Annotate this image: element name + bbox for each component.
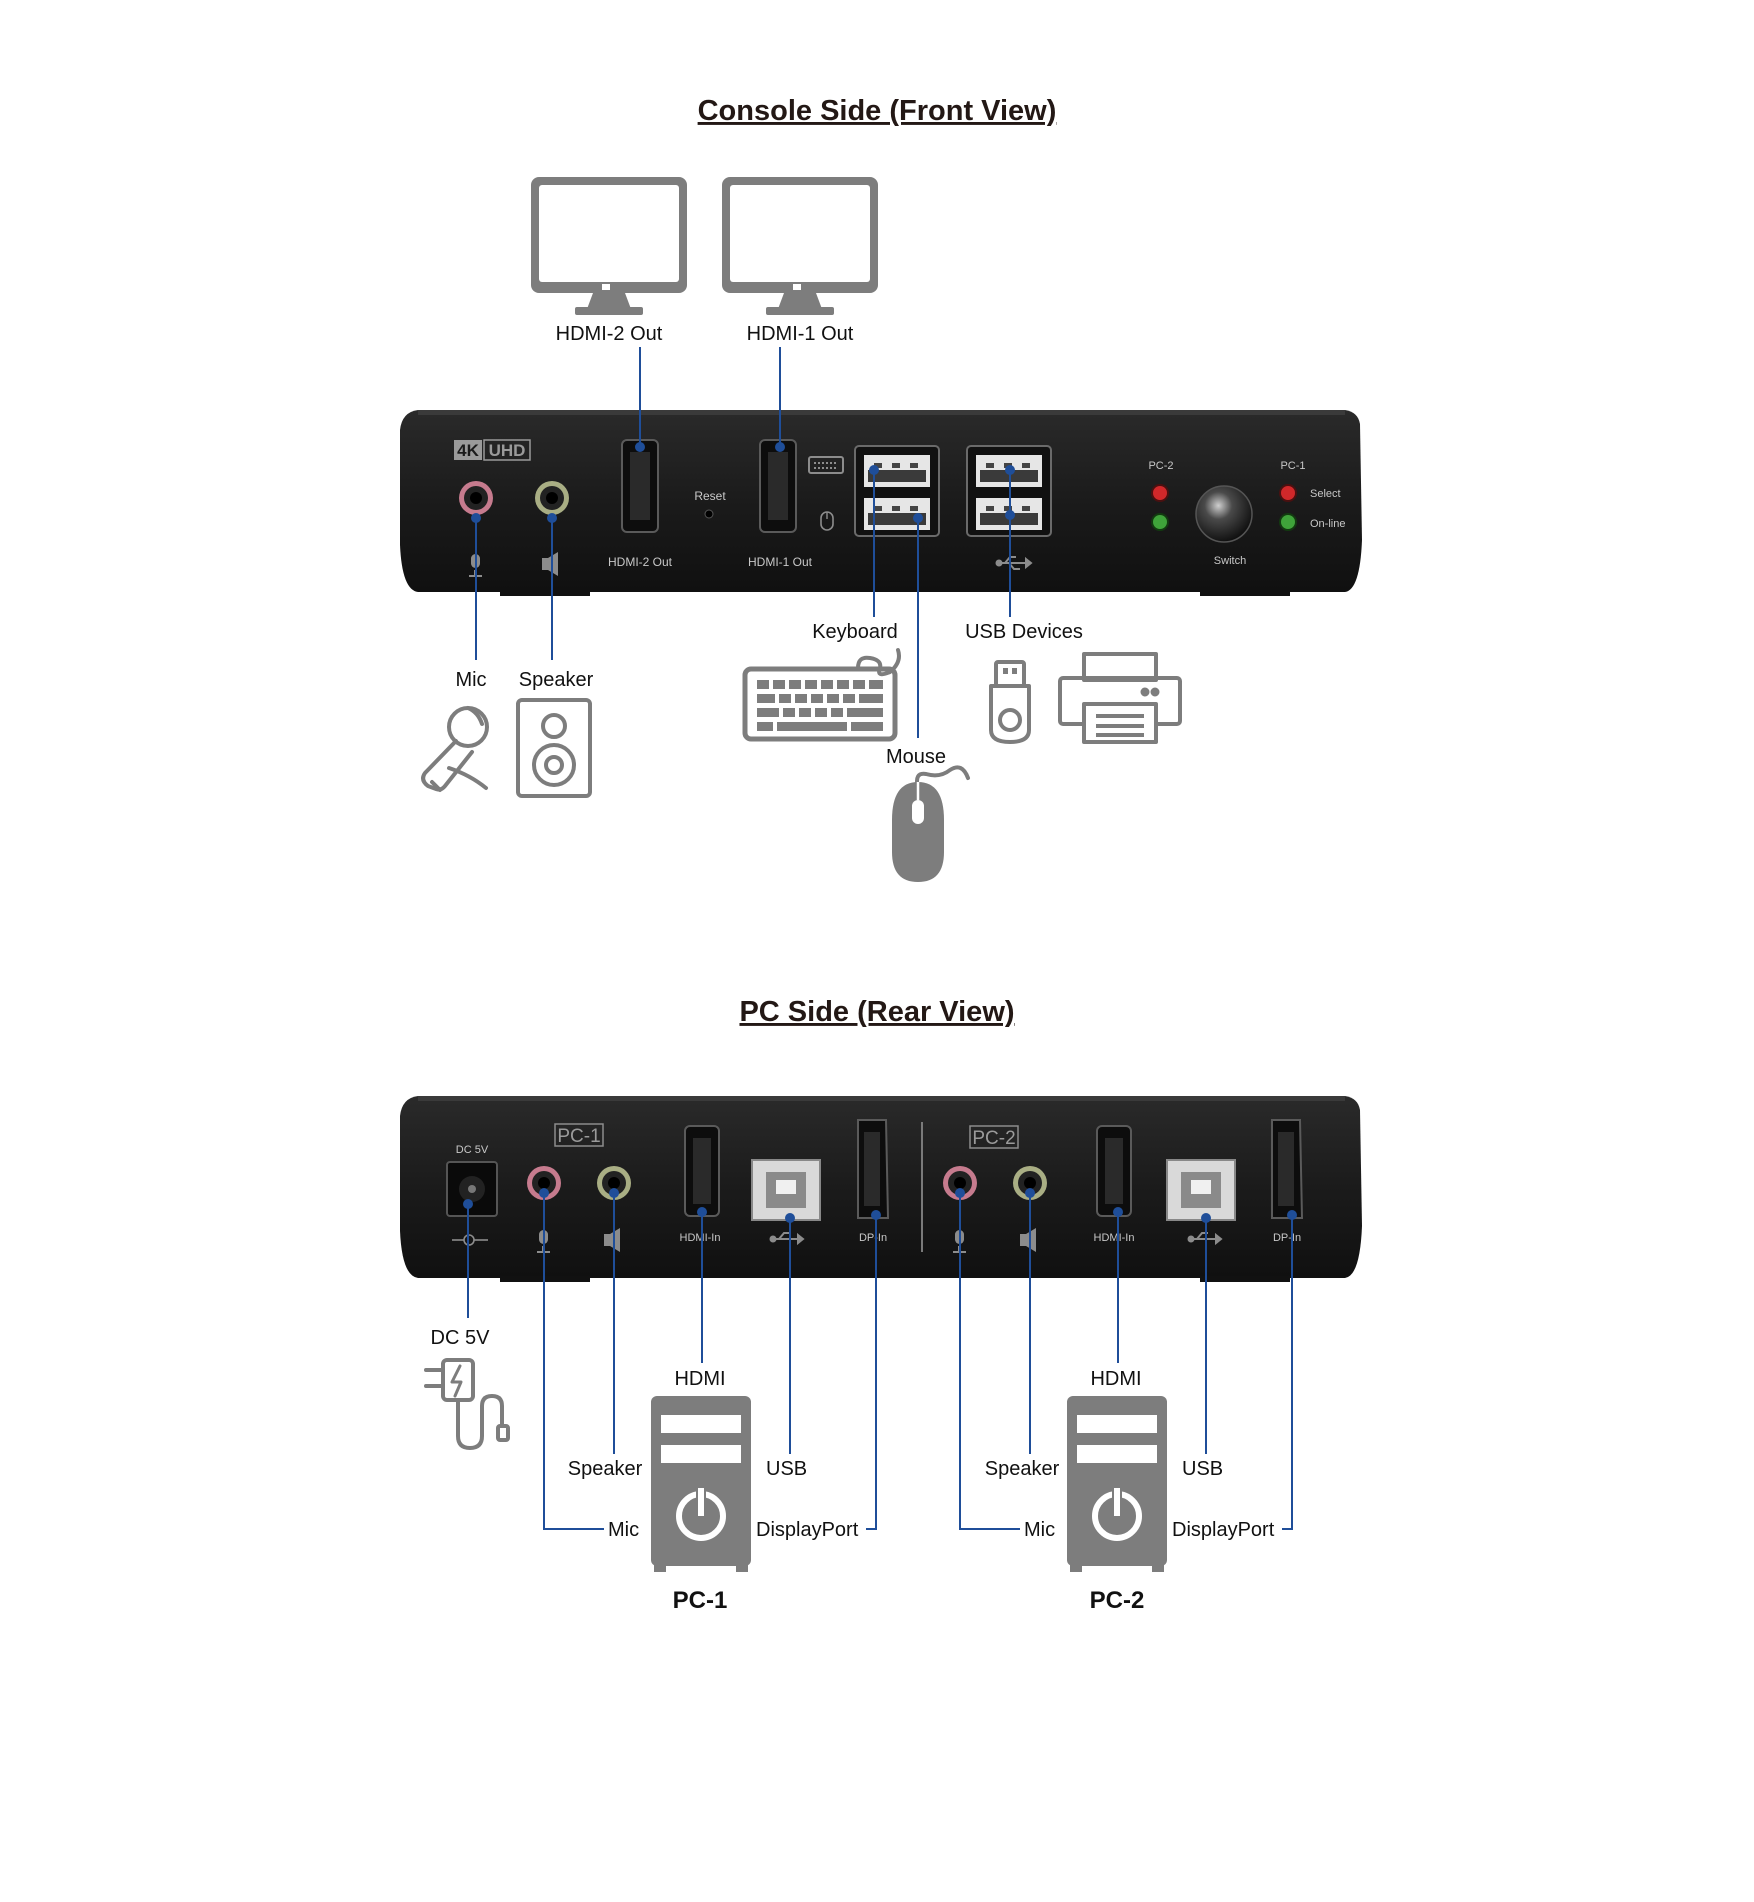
pc1-callout-usb: USB	[766, 1458, 807, 1480]
pc2-mic-jack	[943, 1166, 977, 1200]
printer-icon	[1058, 652, 1182, 744]
pc2-dp-in-label: DP-In	[1273, 1232, 1301, 1244]
pc2-online-led	[1151, 513, 1169, 531]
usb-flash-drive-icon	[989, 660, 1031, 744]
rear-connector-lines	[463, 1188, 1297, 1530]
pc1-hdmi-in-port	[684, 1125, 720, 1217]
pc1-hdmi-in-label: HDMI-In	[680, 1232, 721, 1244]
pc1-mic-jack	[527, 1166, 561, 1200]
hdmi2-out-port-label: HDMI-2 Out	[608, 555, 673, 569]
pc2-group-badge	[969, 1125, 1019, 1149]
pc2-displayport-in-port	[1271, 1119, 1304, 1219]
pc1-callout-speaker: Speaker	[568, 1458, 643, 1480]
pc1-usb-b-port	[751, 1159, 821, 1221]
pc2-group-label: PC-2	[972, 1128, 1015, 1149]
callout-dc-5v: DC 5V	[431, 1327, 491, 1349]
dc-power-jack	[446, 1161, 498, 1217]
pc2-tower-icon	[1067, 1396, 1167, 1572]
pc1-speaker-jack	[597, 1166, 631, 1200]
mic-jack	[459, 481, 493, 515]
pc2-hdmi-in-label: HDMI-In	[1094, 1232, 1135, 1244]
led-select-label: Select	[1310, 488, 1341, 500]
callout-speaker: Speaker	[519, 669, 594, 691]
pc1-group-badge	[554, 1123, 604, 1147]
led-online-label: On-line	[1310, 518, 1345, 530]
switch-label: Switch	[1214, 555, 1246, 567]
front-connector-lines	[471, 347, 1015, 738]
pc2-callout-speaker: Speaker	[985, 1458, 1060, 1480]
4k-uhd-badge: 4K UHD	[454, 439, 531, 461]
hdmi2-out-port	[621, 439, 659, 533]
kvm-rear-panel: DC 5V PC-1	[400, 1096, 1362, 1282]
kvm-front-panel: 4K UHD HDMI-2 Out Re	[400, 410, 1362, 596]
hdmi1-out-port-label: HDMI-1 Out	[748, 555, 813, 569]
hdmi1-out-port	[759, 439, 797, 533]
pc1-displayport-in-port	[857, 1119, 890, 1219]
led-pc1-label: PC-1	[1280, 460, 1305, 472]
pc1-group-label: PC-1	[557, 1126, 600, 1147]
callout-mic: Mic	[455, 669, 486, 691]
rear-view-title: PC Side (Rear View)	[739, 996, 1014, 1028]
pc2-hdmi-in-port	[1096, 1125, 1132, 1217]
pc2-callout-usb: USB	[1182, 1458, 1223, 1480]
svg-text:4K: 4K	[457, 441, 479, 460]
speaker-icon	[516, 698, 592, 798]
usb-keyboard-mouse-ports	[854, 445, 940, 537]
svg-text:UHD: UHD	[489, 441, 526, 460]
pc2-callout-displayport: DisplayPort	[1172, 1519, 1275, 1541]
pc1-callout-label: PC-1	[673, 1587, 728, 1614]
pc1-callout-displayport: DisplayPort	[756, 1519, 859, 1541]
pc2-select-led	[1151, 484, 1169, 502]
monitor-icon	[722, 177, 878, 315]
pc1-callout-mic: Mic	[608, 1519, 639, 1541]
microphone-icon	[421, 706, 489, 792]
dc-5v-port-label: DC 5V	[456, 1144, 489, 1156]
led-pc2-label: PC-2	[1148, 460, 1173, 472]
power-adapter-icon	[424, 1358, 510, 1450]
pc2-callout-hdmi: HDMI	[1090, 1368, 1141, 1390]
pc2-callout-label: PC-2	[1090, 1587, 1145, 1614]
callout-usb-devices: USB Devices	[965, 621, 1083, 643]
pc1-dp-in-label: DP-In	[859, 1232, 887, 1244]
pc1-select-led	[1279, 484, 1297, 502]
callout-mouse: Mouse	[886, 746, 946, 768]
pc1-callout-hdmi: HDMI	[674, 1368, 725, 1390]
pc1-online-led	[1279, 513, 1297, 531]
keyboard-symbol-icon	[808, 456, 844, 474]
pc2-speaker-jack	[1013, 1166, 1047, 1200]
keyboard-icon	[742, 648, 901, 742]
callout-hdmi1-out: HDMI-1 Out	[747, 323, 854, 345]
monitor-icon	[531, 177, 687, 315]
mouse-icon	[892, 765, 970, 882]
callout-hdmi2-out: HDMI-2 Out	[556, 323, 663, 345]
pc1-tower-icon	[651, 1396, 751, 1572]
pc2-callout-mic: Mic	[1024, 1519, 1055, 1541]
callout-keyboard: Keyboard	[812, 621, 898, 643]
switch-button	[1195, 485, 1253, 543]
reset-label: Reset	[694, 489, 726, 503]
usb-symbol-icon	[769, 1232, 805, 1246]
reset-button	[704, 509, 714, 519]
mouse-symbol-icon	[820, 511, 834, 531]
speaker-jack	[535, 481, 569, 515]
pc2-usb-b-port	[1166, 1159, 1236, 1221]
front-view-title: Console Side (Front View)	[698, 95, 1057, 127]
